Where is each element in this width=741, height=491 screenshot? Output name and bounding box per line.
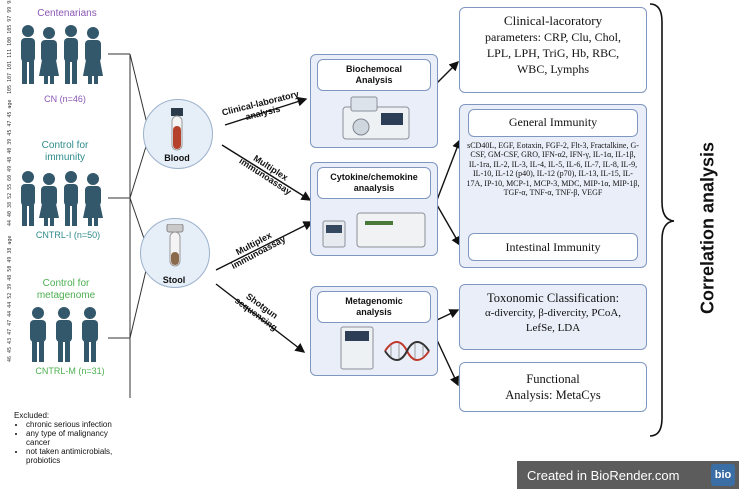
general-immunity-title: General Immunity [508, 115, 598, 129]
metagenome-count: CNTRL-M (n=31) [35, 366, 105, 376]
biorender-badge[interactable]: Created in BioRender.com bio [517, 461, 739, 489]
metagenomic-title-line1: Metagenomic [345, 296, 403, 306]
excluded-item: any type of malignancy cancer [26, 429, 124, 447]
metagenome-title-line2: metagenome [36, 290, 96, 301]
clinical-results-line4: WBC, Lymphs [516, 62, 589, 76]
functional-results-box: Functional Analysis: MetaCys [459, 362, 647, 412]
immunity-people-icon [16, 170, 106, 233]
biochem-analyzer-icon [342, 96, 410, 140]
blood-tube-icon [171, 108, 183, 151]
immunity-title-line2: immunity [44, 152, 85, 163]
functional-results-line1: Functional [526, 372, 580, 386]
correlation-label: Correlation analysis [697, 141, 718, 315]
biochem-title: Biochemocal Analysis [318, 64, 430, 86]
intestinal-immunity-title: Intestinal Immunity [505, 240, 601, 254]
cytokine-title-box: Cytokine/chemokine anaalysis [317, 167, 431, 199]
immunity-count: CNTRL-I (n=50) [35, 230, 101, 240]
dna-helix-icon [384, 341, 430, 361]
biochem-panel: Biochemocal Analysis [310, 54, 438, 148]
clinical-results-line2: parameters: CRP, Clu, Chol, [485, 30, 621, 44]
immunity-title: Control for immunity [20, 140, 110, 164]
excluded-list: Excluded: chronic serious infection any … [14, 411, 124, 465]
immunity-title-line1: Control for [41, 140, 89, 151]
clinical-results-line1: Clinical-lacoratory [503, 13, 603, 28]
biochem-title-line1: Biochemocal [345, 64, 403, 74]
clinical-results-line3: LPL, LPH, TriG, Hb, RBC, [486, 46, 620, 60]
taxonomic-results-box: Toxonomic Classification: α-divercity, β… [459, 284, 647, 350]
sequencer-icon [340, 326, 374, 370]
taxonomic-results-line3: LefSe, LDA [525, 322, 581, 334]
metagenomic-panel: Metagenomic analysis [310, 286, 438, 376]
centenarians-count: CN (n=46) [44, 94, 86, 104]
biorender-badge-text: Created in BioRender.com [527, 468, 680, 483]
intestinal-immunity-box: Intestinal Immunity [468, 233, 638, 261]
correlation-brace [649, 3, 675, 437]
metagenomic-title-line2: analysis [356, 307, 392, 317]
taxonomic-results-text: Toxonomic Classification: α-divercity, β… [463, 291, 643, 336]
general-immunity-markers: sCD40L, EGF, Eotaxin, FGF-2, Flt-3, Frac… [466, 141, 640, 198]
biorender-logo-icon: bio [711, 464, 735, 486]
immunity-results-group: General Immunity sCD40L, EGF, Eotaxin, F… [459, 104, 647, 268]
cytokine-panel: Cytokine/chemokine anaalysis [310, 162, 438, 256]
metagenome-title: Control for metagenome [18, 278, 114, 302]
excluded-item: chronic serious infection [26, 420, 124, 429]
excluded-item: not taken antimicrobials, probiotics [26, 447, 124, 465]
functional-results-line2: Analysis: MetaCys [505, 388, 601, 402]
metagenome-people-icon [24, 306, 104, 369]
clinical-results-text: Clinical-lacoratory parameters: CRP, Clu… [464, 13, 642, 77]
taxonomic-results-line2: α-divercity, β-divercity, PCoA, [484, 307, 622, 319]
cytokine-title: Cytokine/chemokine anaalysis [318, 172, 430, 194]
general-immunity-box: General Immunity [468, 109, 638, 137]
excluded-title: Excluded: [14, 411, 50, 420]
stool-tube-icon [166, 224, 184, 267]
cytokine-title-line2: anaalysis [353, 183, 395, 193]
blood-label: Blood [164, 153, 190, 163]
biochem-title-box: Biochemocal Analysis [317, 59, 431, 91]
metagenomic-title: Metagenomic analysis [318, 296, 430, 318]
stool-label: Stool [162, 275, 186, 285]
multiplex-reader-icon [322, 212, 426, 248]
cytokine-title-line1: Cytokine/chemokine [330, 172, 418, 182]
biochem-title-line2: Analysis [355, 75, 393, 85]
metagenome-title-line1: Control for [42, 278, 90, 289]
centenarians-people-icon [16, 24, 106, 91]
taxonomic-results-line1: Toxonomic Classification: [486, 291, 620, 305]
metagenomic-title-box: Metagenomic analysis [317, 291, 431, 323]
centenarians-title: Centenarians [37, 8, 97, 19]
functional-results-text: Functional Analysis: MetaCys [464, 371, 642, 403]
clinical-results-box: Clinical-lacoratory parameters: CRP, Clu… [459, 7, 647, 93]
